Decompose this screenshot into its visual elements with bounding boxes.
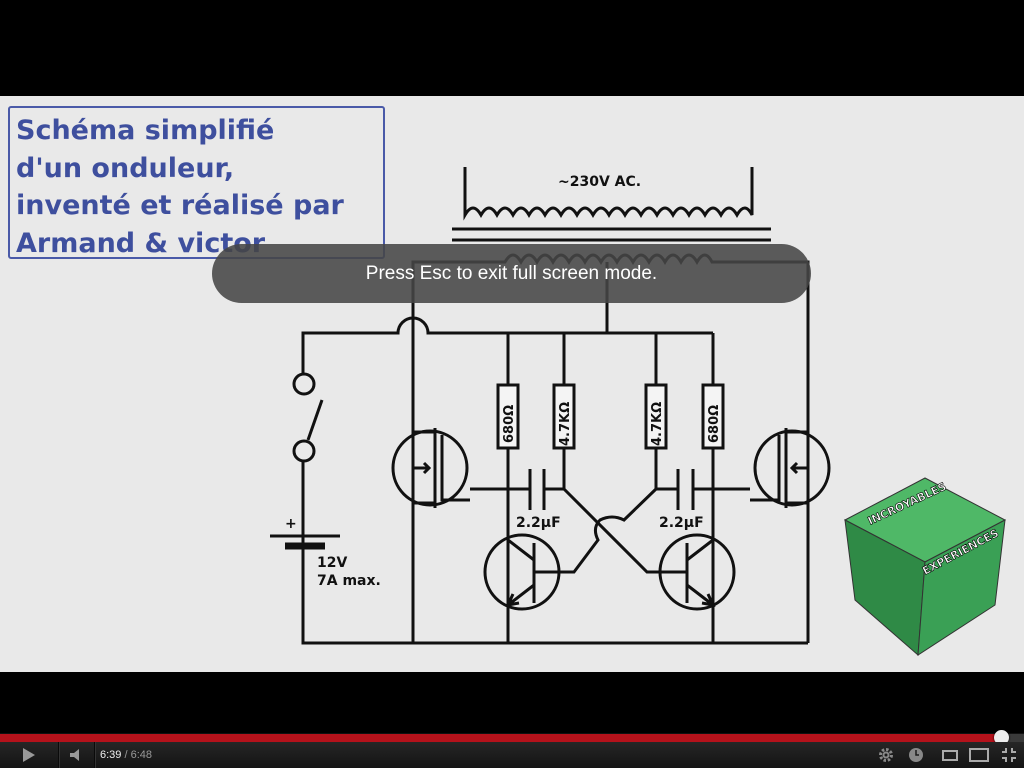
capacitor-label-2: 2.2µF bbox=[659, 515, 704, 531]
battery bbox=[270, 461, 340, 550]
resistors bbox=[496, 383, 725, 450]
title-line: Schéma simplifié bbox=[16, 115, 275, 146]
top-rail bbox=[301, 316, 713, 384]
exit-fullscreen-button[interactable] bbox=[995, 742, 1023, 768]
capacitors bbox=[528, 469, 695, 510]
watch-later-icon bbox=[909, 748, 923, 762]
large-player-icon bbox=[969, 748, 989, 762]
resistor-label-1: 680Ω bbox=[502, 405, 517, 443]
time-display: 6:39 / 6:48 bbox=[100, 742, 152, 768]
mosfet-left bbox=[391, 428, 470, 508]
slide-title: Schéma simplifié d'un onduleur, inventé … bbox=[8, 106, 385, 259]
bottom-rail bbox=[301, 460, 808, 645]
title-line: d'un onduleur, bbox=[16, 152, 235, 184]
mosfet-right bbox=[750, 428, 831, 508]
transistor-right bbox=[658, 533, 736, 611]
large-player-button[interactable] bbox=[965, 742, 993, 768]
notice-text: Press Esc to exit full screen mode. bbox=[365, 262, 658, 284]
transformer-label: ~230V AC. bbox=[558, 174, 641, 190]
resistor-label-4: 680Ω bbox=[707, 405, 722, 443]
duration: 6:48 bbox=[130, 749, 153, 761]
fullscreen-exit-notice: Press Esc to exit full screen mode. bbox=[212, 244, 811, 303]
watch-later-button[interactable] bbox=[902, 742, 930, 768]
volume-icon bbox=[70, 749, 79, 761]
battery-plus: + bbox=[285, 516, 297, 532]
small-player-button[interactable] bbox=[936, 742, 964, 768]
play-icon bbox=[23, 748, 35, 762]
battery-current: 7A max. bbox=[317, 573, 381, 589]
transistor-left bbox=[483, 533, 561, 611]
time-separator: / bbox=[121, 749, 131, 761]
battery-voltage: 12V bbox=[317, 555, 347, 571]
played-bar bbox=[0, 734, 1002, 743]
capacitor-label-1: 2.2µF bbox=[516, 515, 561, 531]
play-button[interactable] bbox=[0, 742, 59, 768]
player-controls: 6:39 / 6:48 bbox=[0, 742, 1024, 768]
settings-button[interactable] bbox=[872, 742, 900, 768]
mute-button[interactable] bbox=[58, 742, 95, 768]
incroyables-experiences-logo: INCROYABLES EXPERIENCES bbox=[843, 477, 1007, 657]
current-time: 6:39 bbox=[100, 749, 122, 761]
small-player-icon bbox=[942, 750, 958, 761]
transformer bbox=[411, 167, 810, 643]
progress-bar[interactable] bbox=[0, 730, 1024, 745]
scrubber-handle[interactable] bbox=[994, 730, 1010, 745]
resistor-label-2: 4.7KΩ bbox=[558, 402, 573, 446]
resistor-label-3: 4.7KΩ bbox=[650, 402, 665, 446]
exit-fullscreen-icon bbox=[1002, 748, 1016, 762]
switch bbox=[292, 372, 324, 463]
settings-gear-icon bbox=[879, 748, 893, 762]
title-line: inventé et réalisé par bbox=[16, 190, 344, 221]
